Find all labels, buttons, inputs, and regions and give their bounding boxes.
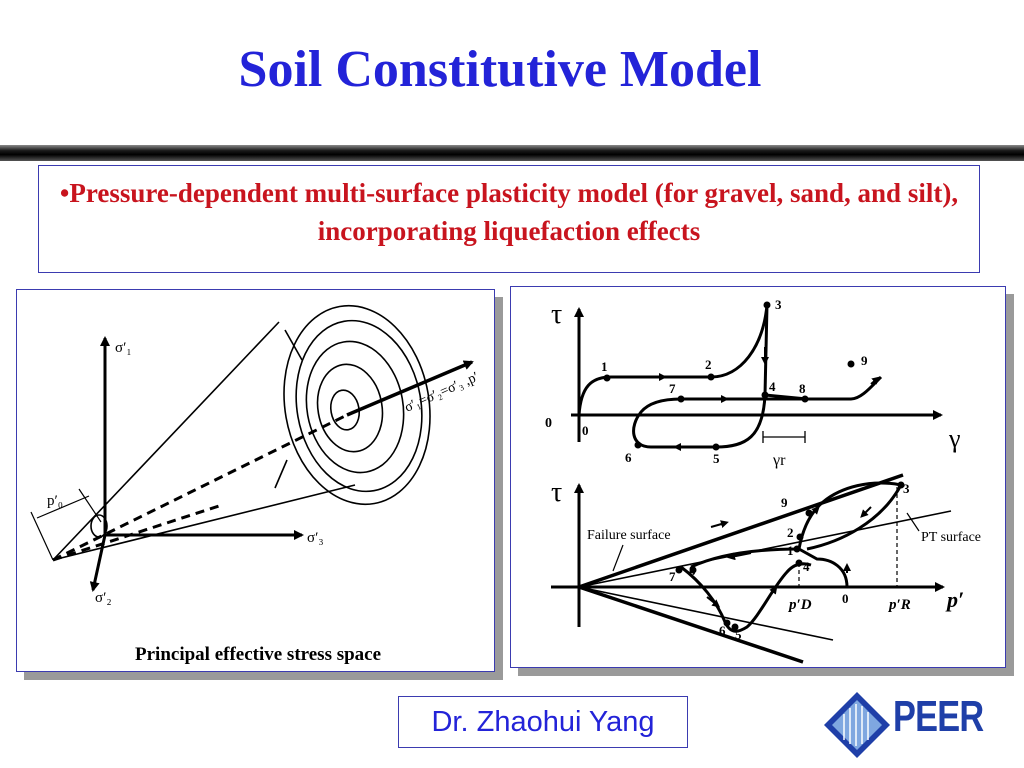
gamma-origin-label: 0: [582, 423, 589, 438]
path-point-2: 2: [787, 525, 794, 540]
tau-gamma-axes: [571, 307, 943, 442]
tau-p-plot: τ p′ Failure surface PT surface p′D p′R …: [551, 473, 981, 664]
author-name: Dr. Zhaohui Yang: [431, 705, 655, 738]
path-point-6: 6: [719, 623, 726, 638]
tau-gamma-loop: [577, 304, 883, 449]
path-point-1: 1: [787, 543, 794, 558]
path-point-4: 4: [803, 559, 810, 574]
pt-surface-label: PT surface: [921, 530, 981, 545]
sigma1-label: σ′₁: [115, 340, 132, 356]
gamma-r-marker: [762, 431, 806, 443]
peer-logo-text: PEER: [893, 692, 984, 741]
stress-space-caption: Principal effective stress space: [135, 644, 381, 665]
bullet-box: •Pressure-dependent multi-surface plasti…: [38, 165, 980, 273]
path-point-3: 3: [903, 481, 910, 496]
point-8: 8: [799, 381, 806, 396]
label-leaders: [612, 512, 920, 572]
point-9: 9: [861, 353, 868, 368]
path-point-5: 5: [735, 627, 742, 642]
pD-label: p′D: [787, 597, 812, 613]
path-point-9: 9: [781, 495, 788, 510]
tau-gamma-arrows: [651, 347, 881, 451]
p0-label: p′₀: [47, 493, 63, 509]
point-2: 2: [705, 357, 712, 372]
tau-top-label: τ: [551, 299, 562, 330]
bullet-text: •Pressure-dependent multi-surface plasti…: [59, 178, 959, 246]
path-point-7: 7: [669, 569, 676, 584]
tau-gamma-points: [603, 301, 855, 451]
slide-title: Soil Constitutive Model: [238, 41, 762, 98]
point-4: 4: [769, 379, 776, 394]
stress-path-points: [675, 481, 905, 631]
tau-p-axes: [551, 483, 945, 627]
sigma3-label: σ′₃: [307, 530, 324, 546]
tau-bottom-label: τ: [551, 477, 562, 508]
stress-space-panel: σ′₁ σ′₃ σ′₂ p′₀ σ′₁=σ′₂=σ′₃ ,p′ Principa…: [16, 289, 495, 672]
failure-surface-label: Failure surface: [587, 528, 671, 543]
pressure-guides: [798, 487, 898, 587]
point-7: 7: [669, 381, 676, 396]
peer-logo: PEER: [822, 690, 1002, 760]
point-1: 1: [601, 359, 608, 374]
p-zero-label: 0: [842, 591, 849, 606]
point-6: 6: [625, 450, 632, 465]
stress-path-panel: τ γ 0 0 γr 1 2 3 4 5 6 7 8 9: [510, 286, 1006, 668]
title-divider: [0, 145, 1024, 161]
gamma-r-label: γr: [772, 452, 786, 469]
sigma2-label: σ′₂: [95, 590, 112, 606]
path-point-8: 8: [689, 563, 696, 578]
stress-path-diagram: τ γ 0 0 γr 1 2 3 4 5 6 7 8 9: [545, 297, 981, 664]
tau-gamma-plot: τ γ 0 0 γr 1 2 3 4 5 6 7 8 9: [545, 297, 961, 469]
tau-zero-label: 0: [545, 416, 552, 431]
failure-surface: [578, 473, 904, 664]
author-box: Dr. Zhaohui Yang: [398, 696, 688, 748]
stress-space-diagram: σ′₁ σ′₃ σ′₂ p′₀ σ′₁=σ′₂=σ′₃ ,p′ Principa…: [30, 304, 481, 665]
p-axis-label: p′: [945, 587, 964, 612]
hydrostatic-axis: [52, 360, 474, 562]
pR-label: p′R: [887, 597, 911, 613]
p0-dimension: [30, 488, 102, 561]
yield-cone: [52, 304, 431, 561]
peer-diamond-icon: [824, 692, 890, 758]
point-5: 5: [713, 451, 720, 466]
principal-axes: [89, 336, 304, 592]
point-3: 3: [775, 297, 782, 312]
gamma-label: γ: [948, 424, 961, 453]
stress-path-arrows: [706, 506, 872, 608]
